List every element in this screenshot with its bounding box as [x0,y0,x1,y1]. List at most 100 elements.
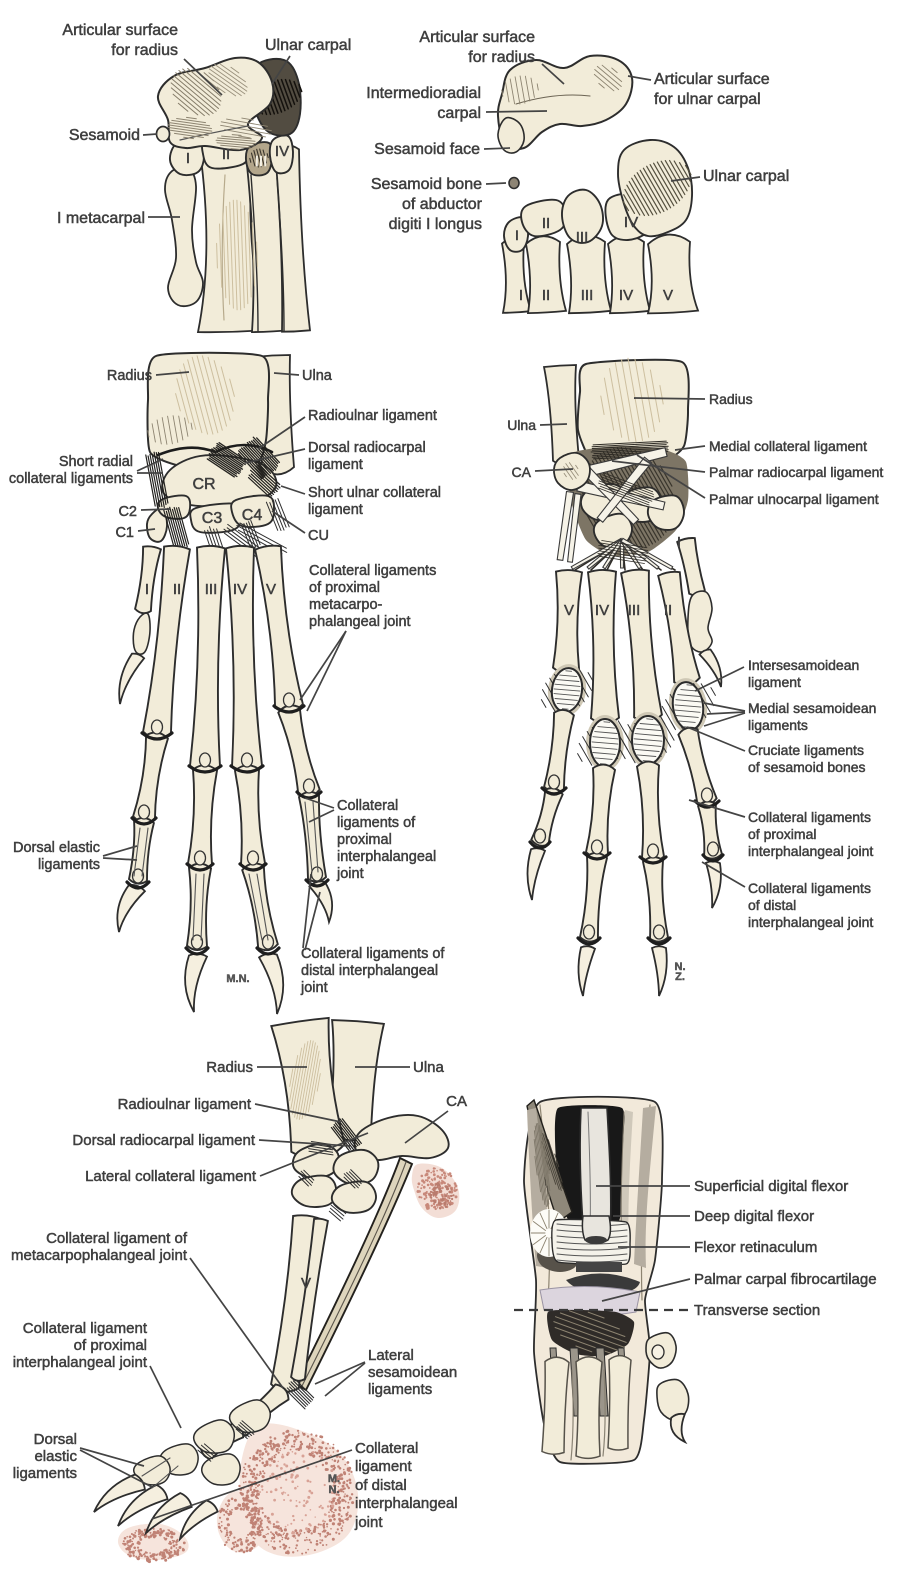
svg-text:interphalangeal: interphalangeal [337,849,436,865]
svg-text:Articular surface: Articular surface [654,71,770,88]
svg-text:I metacarpal: I metacarpal [57,210,145,227]
svg-text:Collateral ligaments: Collateral ligaments [748,880,871,896]
svg-text:Short radial: Short radial [59,454,133,470]
svg-text:joint: joint [300,980,328,996]
svg-text:Medial collateral ligament: Medial collateral ligament [709,438,867,454]
svg-text:ligament: ligament [748,674,801,690]
svg-text:ligament: ligament [355,1458,413,1475]
svg-text:ligaments: ligaments [748,717,808,733]
svg-text:V: V [266,581,276,598]
svg-text:V: V [663,287,673,304]
svg-text:Z.: Z. [675,971,685,983]
svg-text:Ulnar carpal: Ulnar carpal [265,37,351,54]
svg-text:of proximal: of proximal [748,826,816,842]
svg-text:I: I [186,150,190,167]
svg-text:Dorsal radiocarpal ligament: Dorsal radiocarpal ligament [72,1132,255,1149]
svg-text:Lateral: Lateral [368,1347,414,1364]
svg-text:Palmar carpal fibrocartilage: Palmar carpal fibrocartilage [694,1271,877,1288]
svg-text:Dorsal: Dorsal [34,1431,77,1448]
svg-text:elastic: elastic [34,1448,77,1465]
svg-text:ligaments of: ligaments of [337,815,416,831]
svg-text:IV: IV [595,602,609,619]
svg-text:N.: N. [675,961,686,973]
svg-text:M.N.: M.N. [226,973,249,985]
svg-text:Intersesamoidean: Intersesamoidean [748,657,859,673]
svg-text:II: II [222,146,230,163]
svg-text:N.: N. [329,1484,340,1496]
svg-text:C2: C2 [118,504,137,520]
svg-text:M.: M. [328,1473,340,1485]
svg-text:III: III [576,229,589,246]
svg-text:Radioulnar ligament: Radioulnar ligament [308,408,437,424]
svg-text:IV: IV [233,581,247,598]
svg-text:II: II [542,215,550,232]
svg-text:III: III [255,153,268,170]
svg-text:for radius: for radius [111,42,178,59]
svg-text:interphalangeal: interphalangeal [355,1495,458,1512]
svg-text:metacarpophalangeal joint: metacarpophalangeal joint [11,1247,188,1264]
svg-text:Collateral: Collateral [355,1440,418,1457]
svg-text:digiti I longus: digiti I longus [389,216,482,233]
svg-text:Flexor retinaculum: Flexor retinaculum [694,1239,817,1256]
svg-text:II: II [664,602,672,619]
svg-text:Ulna: Ulna [413,1059,445,1076]
svg-text:C4: C4 [242,507,263,524]
svg-text:Collateral ligament of: Collateral ligament of [46,1230,188,1247]
svg-text:C3: C3 [202,510,223,527]
svg-text:carpal: carpal [437,105,481,122]
svg-text:III: III [628,602,641,619]
svg-text:CA: CA [512,464,532,480]
svg-text:Dorsal radiocarpal: Dorsal radiocarpal [308,440,426,456]
svg-text:ligaments: ligaments [38,857,100,873]
svg-text:I: I [515,227,519,243]
svg-text:Lateral collateral ligament: Lateral collateral ligament [85,1168,257,1185]
svg-text:Radius: Radius [709,391,753,407]
svg-text:Palmar ulnocarpal ligament: Palmar ulnocarpal ligament [709,491,879,507]
svg-text:for ulnar carpal: for ulnar carpal [654,91,761,108]
svg-text:Radioulnar ligament: Radioulnar ligament [118,1096,252,1113]
svg-text:Sesamoid face: Sesamoid face [374,141,480,158]
svg-text:of abductor: of abductor [402,196,483,213]
svg-text:II: II [173,581,181,598]
svg-text:Articular surface: Articular surface [62,22,178,39]
svg-text:II: II [542,287,550,304]
svg-text:interphalangeal joint: interphalangeal joint [748,914,873,930]
svg-text:Dorsal elastic: Dorsal elastic [13,840,100,856]
svg-text:Ulnar carpal: Ulnar carpal [703,168,789,185]
svg-text:collateral ligaments: collateral ligaments [9,471,133,487]
svg-text:IV: IV [619,287,633,304]
svg-text:Cruciate ligaments: Cruciate ligaments [748,742,864,758]
svg-text:interphalangeal joint: interphalangeal joint [748,843,873,859]
svg-text:Radius: Radius [206,1059,253,1076]
svg-text:I: I [677,534,681,551]
svg-text:sesamoidean: sesamoidean [368,1364,457,1381]
svg-text:CR: CR [192,476,215,493]
svg-text:joint: joint [336,866,364,882]
svg-text:Articular surface: Articular surface [419,29,535,46]
svg-text:I: I [519,287,523,304]
svg-text:Palmar radiocarpal ligament: Palmar radiocarpal ligament [709,464,883,480]
svg-text:joint: joint [354,1514,383,1531]
svg-text:Sesamoid bone: Sesamoid bone [371,176,482,193]
svg-text:for radius: for radius [468,49,535,66]
svg-text:proximal: proximal [337,832,392,848]
svg-text:of proximal: of proximal [309,580,380,596]
svg-text:Deep digital flexor: Deep digital flexor [694,1208,814,1225]
svg-text:Medial sesamoidean: Medial sesamoidean [748,700,876,716]
svg-text:of distal: of distal [355,1477,407,1494]
svg-text:interphalangeal joint: interphalangeal joint [13,1354,148,1371]
svg-text:of sesamoid bones: of sesamoid bones [748,759,866,775]
svg-text:Collateral ligaments: Collateral ligaments [748,809,871,825]
svg-text:C1: C1 [115,525,134,541]
svg-text:Ulna: Ulna [507,417,536,433]
svg-text:Collateral ligaments: Collateral ligaments [309,563,436,579]
svg-text:ligaments: ligaments [368,1381,432,1398]
svg-text:CU: CU [308,528,329,544]
svg-text:V: V [564,602,574,619]
svg-text:Sesamoid: Sesamoid [69,127,140,144]
svg-text:III: III [581,287,594,304]
svg-text:Transverse section: Transverse section [694,1302,820,1319]
svg-text:Collateral: Collateral [337,798,398,814]
svg-text:Ulna: Ulna [302,368,333,384]
svg-text:ligament: ligament [308,502,363,518]
